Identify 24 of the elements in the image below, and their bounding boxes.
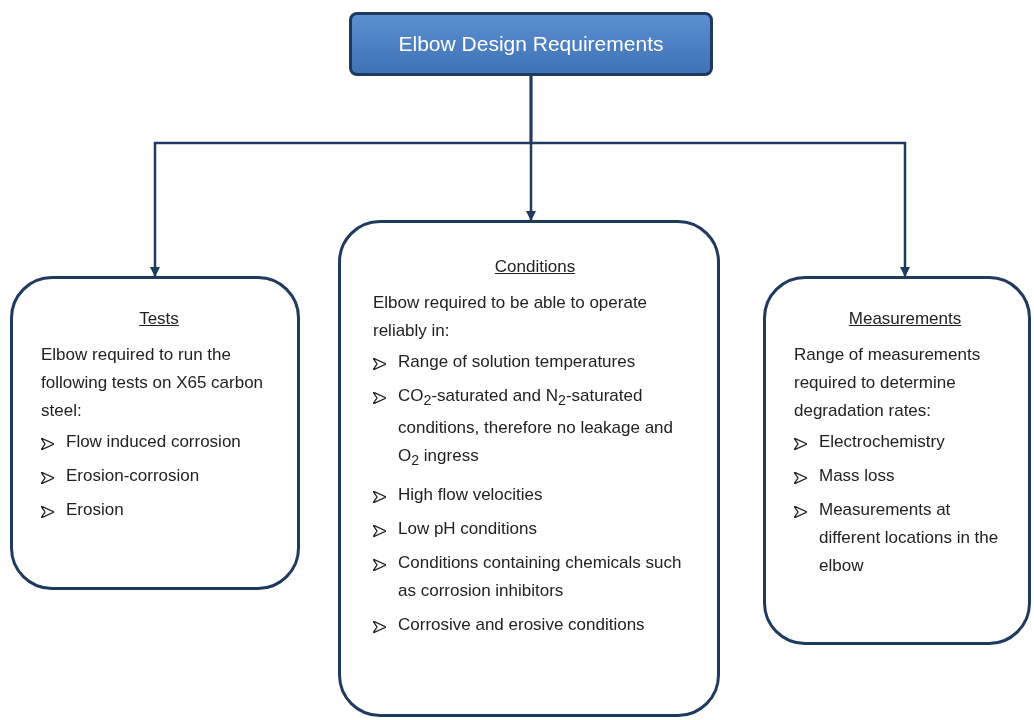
bullet-text: Erosion [66, 499, 124, 521]
section-heading: Tests [138, 309, 180, 329]
bullet-text: Mass loss [819, 465, 895, 487]
description-text: Range of measurements required to determine degradation rates: [794, 344, 982, 422]
bullet-text: Range of solution temperatures [398, 351, 636, 373]
bullet-text: CO$_{2}$-saturated and N$_{2}$-saturated conditions, therefore no leakage and O$_{2}$ ingress [398, 385, 675, 471]
bullet-text: Erosion-corrosion [66, 465, 200, 487]
description-text: Elbow required to be able to operate reliably in: [373, 292, 649, 342]
title-box [349, 12, 713, 76]
bullet-text: Flow induced corrosion [66, 431, 241, 453]
section-heading: Measurements [847, 309, 963, 329]
bullet-text: Low pH conditions [398, 517, 537, 540]
bullet-text: Measurements at different locations in the elbow [819, 499, 1000, 577]
title-text: Elbow Design Requirements [398, 32, 664, 56]
bullet-text: Corrosive and erosive conditions [398, 613, 645, 636]
description-text: Elbow required to run the following tests on X65 carbon steel: [41, 344, 265, 422]
bullet-text: Electrochemistry [819, 431, 945, 453]
rounded-box [10, 276, 300, 590]
arrow [529, 76, 910, 277]
bullet-text: Conditions containing chemicals such as corrosion inhibitors [398, 551, 683, 602]
rounded-box [763, 276, 1031, 645]
section-heading: Conditions [493, 257, 577, 277]
rounded-box [338, 220, 720, 717]
bullet-text: High flow velocities [398, 483, 543, 506]
